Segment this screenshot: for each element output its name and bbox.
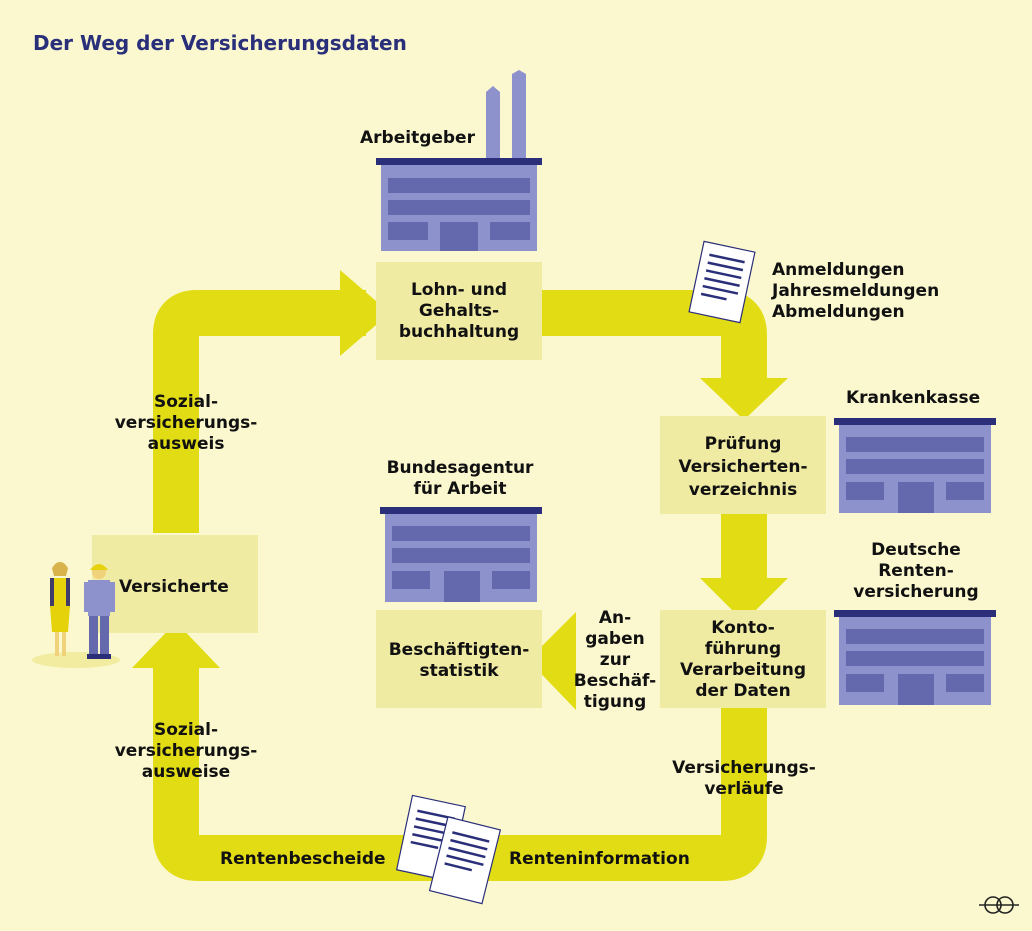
federal-agency-label: Bundesagentur für Arbeit (386, 458, 534, 499)
insured-label: Versicherte (119, 577, 229, 597)
check-box (660, 416, 826, 514)
health-insurer-label: Krankenkasse (846, 388, 981, 408)
statistics-label: Beschäftigten- statistik (388, 640, 530, 681)
loop-track (153, 290, 366, 533)
registrations-label: Anmeldungen Jahresmeldungen Abmeldungen (772, 260, 940, 322)
employer-label: Arbeitgeber (360, 128, 475, 148)
arrowhead-to-statistics (528, 612, 576, 710)
payroll-box (376, 262, 542, 360)
diagram-title: Der Weg der Versicherungsdaten (33, 31, 407, 55)
pension-documents-icon (395, 794, 502, 905)
account-box (660, 610, 826, 708)
federal-agency-building-icon (380, 507, 542, 602)
arrowhead-to-check (700, 378, 788, 420)
logo-icon (979, 896, 1019, 914)
check-label: Prüfung Versicherten- verzeichnis (678, 434, 808, 500)
pension-insurer-building-icon (834, 610, 996, 705)
account-label: Konto- führung Verarbeitung der Daten (679, 618, 807, 701)
pension-insurer-label: Deutsche Renten- versicherung (853, 540, 979, 602)
insurance-history-label: Versicherungs- verläufe (672, 758, 816, 799)
employment-info-label: An- gaben zur Beschäf- tigung (573, 608, 657, 712)
insured-box (92, 535, 258, 633)
arrowhead-to-account (700, 578, 788, 622)
pension-info-label: Renteninformation (509, 849, 690, 869)
id-card-down-label: Sozial- versicherungs- ausweise (114, 720, 258, 782)
factory-icon (376, 70, 542, 251)
id-card-up-label: Sozial- versicherungs- ausweis (114, 392, 258, 454)
statistics-box (376, 610, 542, 708)
pension-notices-label: Rentenbescheide (220, 849, 386, 869)
document-icon (688, 240, 756, 324)
arrowhead-to-payroll (340, 270, 390, 356)
insured-people-icon (32, 562, 120, 668)
payroll-label: Lohn- und Gehalts- buchhaltung (398, 280, 520, 342)
health-insurer-building-icon (834, 418, 996, 513)
arrowhead-to-insured (132, 622, 220, 668)
